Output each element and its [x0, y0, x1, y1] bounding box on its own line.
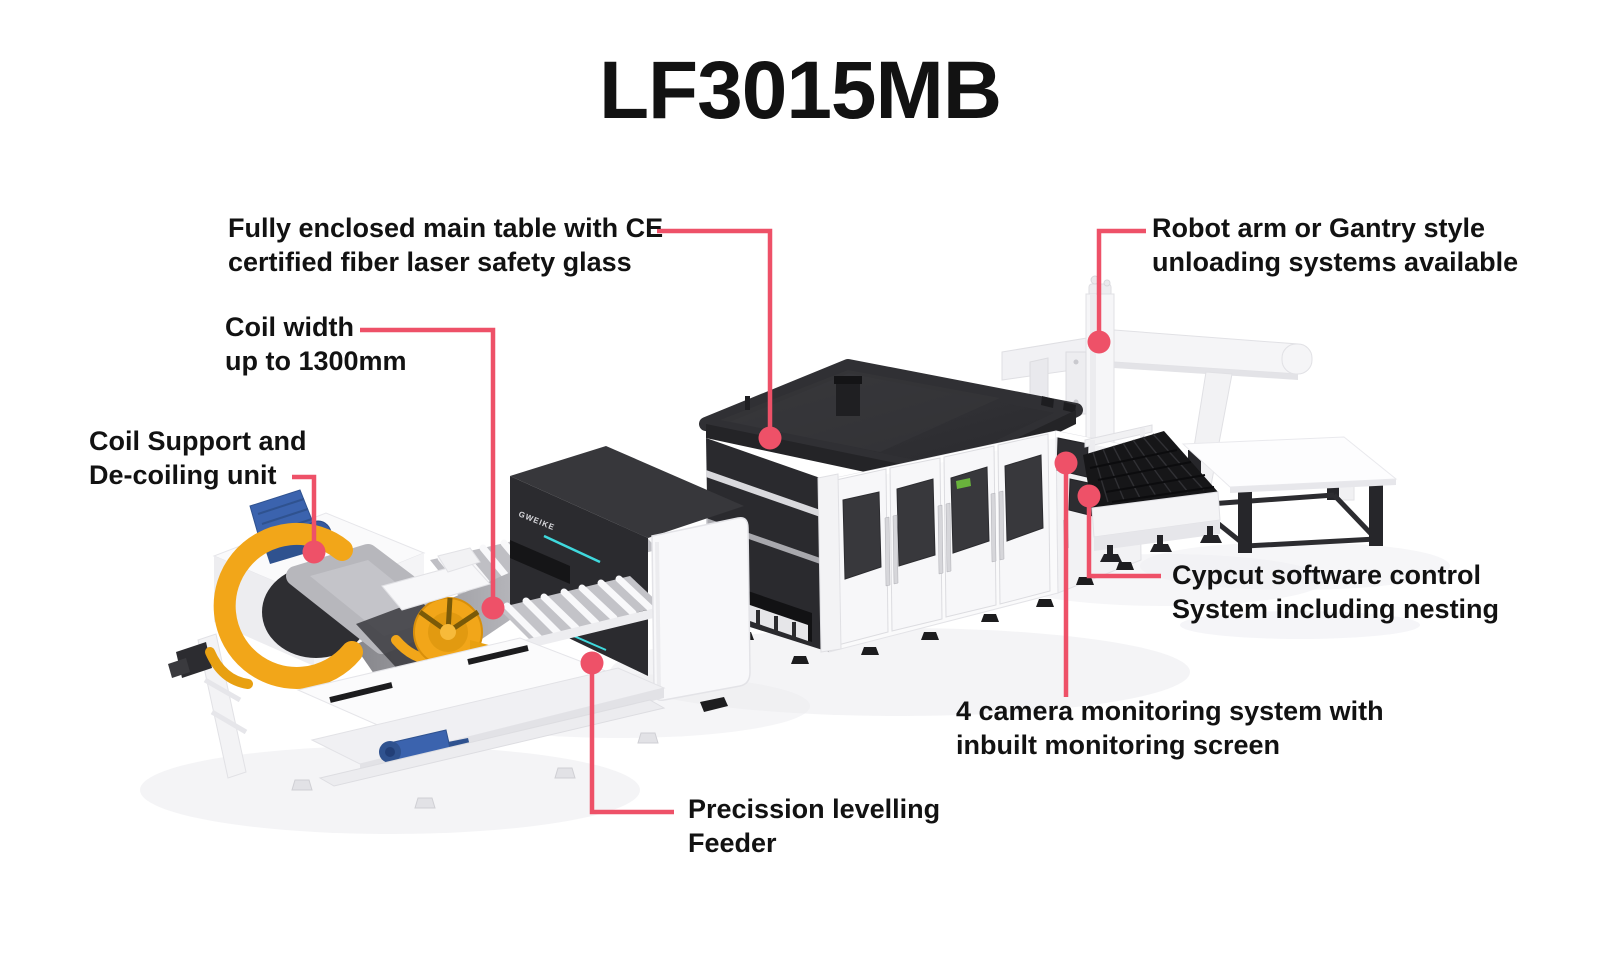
callout-line-robot-arm [1096, 228, 1146, 342]
callout-label-robot-arm: Robot arm or Gantry style unloading syst… [1152, 211, 1518, 279]
door-window [842, 491, 882, 580]
callout-dot-cypcut [1077, 484, 1101, 508]
door-window [950, 466, 990, 554]
door-handle [884, 516, 891, 587]
feeder-unit: GWEIKE GWEIKE [352, 446, 751, 712]
door-handle [998, 490, 1005, 561]
gantry-unloader [1001, 275, 1313, 513]
callout-label-line: Cypcut software control [1172, 560, 1482, 590]
decoiler-unit [168, 489, 666, 809]
door-handle [892, 514, 899, 585]
callout-label-line: inbuilt monitoring screen [956, 730, 1281, 760]
door-handle [945, 502, 952, 573]
coil-platform [291, 637, 666, 809]
callout-label-line: Coil Support and [89, 426, 307, 456]
page-title: LF3015MB [598, 45, 1002, 136]
callout-label-line: De-coiling unit [89, 460, 277, 490]
callout-label-cypcut: Cypcut software control System including… [1172, 558, 1499, 626]
callout-line-main-table [657, 228, 773, 438]
callout-label-line: Precission levelling [688, 794, 941, 824]
unloading-table-top [1181, 436, 1398, 488]
callout-label-coil-support: Coil Support and De-coiling unit [89, 424, 306, 492]
feeder-side-panel [651, 516, 751, 702]
callout-line-coil-support [292, 474, 317, 552]
callout-label-line: certified fiber laser safety glass [228, 247, 632, 277]
callout-label-line: up to 1300mm [225, 346, 407, 376]
callout-line-coil-width [360, 327, 496, 608]
callout-label-feeder: Precission levelling Feeder [688, 792, 940, 860]
callout-dot-robot-arm [1087, 330, 1111, 354]
callout-dot-coil-support [302, 540, 326, 564]
callout-label-line: Coil width [225, 312, 354, 342]
callout-dot-coil-width [481, 596, 505, 620]
callout-label-line: Robot arm or Gantry style [1152, 213, 1486, 243]
callout-label-line: Feeder [688, 828, 777, 858]
door-handle [937, 504, 944, 575]
coil-arm [213, 522, 363, 689]
callout-label-coil-width: Coil width up to 1300mm [225, 310, 407, 378]
callout-label-line: unloading systems available [1152, 247, 1519, 277]
pallet-table [1083, 424, 1222, 562]
callout-dot-feeder [580, 651, 604, 675]
roof-exhaust [836, 380, 860, 416]
door-handle [990, 492, 997, 563]
callout-label-line: 4 camera monitoring system with [956, 696, 1384, 726]
callout-dot-four-camera [1054, 451, 1078, 475]
callout-line-feeder [589, 663, 674, 815]
callout-label-main-table: Fully enclosed main table with CE certif… [228, 211, 663, 279]
callout-label-four-camera: 4 camera monitoring system with inbuilt … [956, 694, 1384, 762]
callout-label-line: System including nesting [1172, 594, 1500, 624]
callout-line-cypcut [1086, 496, 1161, 579]
feeder-body [510, 446, 744, 538]
callout-connectors [292, 228, 1161, 815]
laser-glow [956, 478, 971, 489]
callout-dot-main-table [758, 426, 782, 450]
door-window [896, 478, 936, 567]
callout-label-line: Fully enclosed main table with CE [228, 213, 664, 243]
door-window [1004, 454, 1044, 542]
